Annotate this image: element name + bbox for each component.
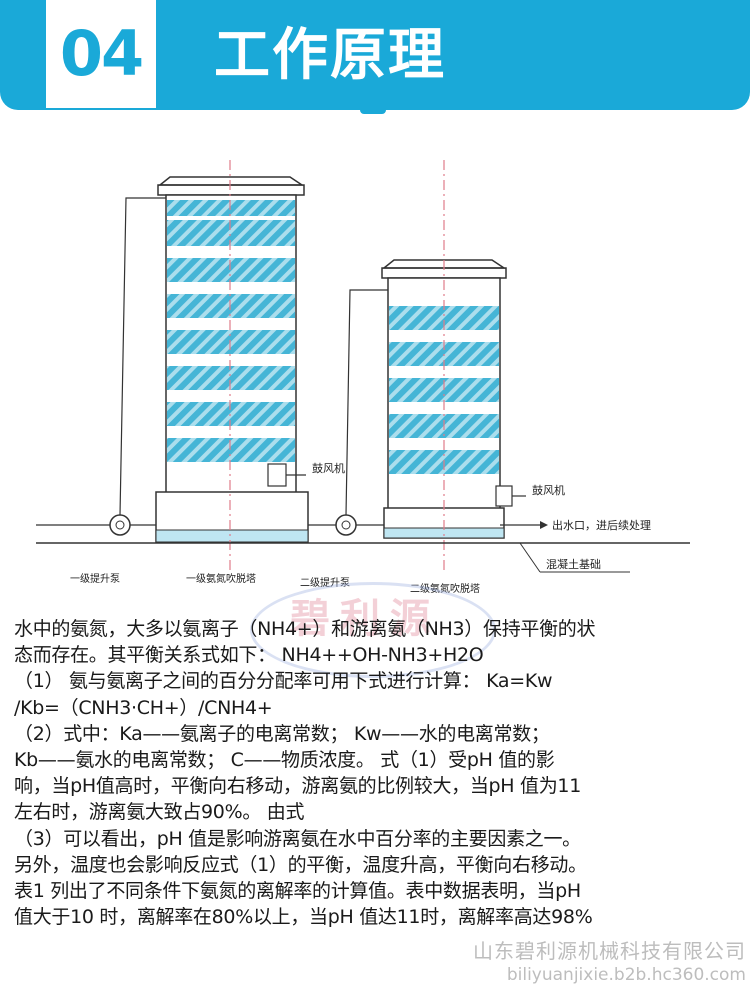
label-outlet: 出水口，进后续处理 bbox=[552, 518, 651, 532]
section-number-box bbox=[46, 0, 156, 108]
footer-url: biliyuanjixie.b2b.hc360.com bbox=[506, 965, 746, 985]
label-fan-2: 鼓风机 bbox=[532, 483, 565, 497]
tower-1 bbox=[155, 160, 309, 570]
text-line: 另外，温度也会影响反应式（1）的平衡，温度升高，平衡向右移动。 bbox=[14, 853, 587, 876]
principle-description: 水中的氨氮，大多以氨离子（NH4+）和游离氨（NH3）保持平衡的状 态而存在。其… bbox=[14, 616, 744, 930]
watermark-ring bbox=[250, 582, 496, 678]
text-line: Kb——氨水的电离常数； C——物质浓度。 式（1）受pH 值的影 bbox=[14, 749, 555, 772]
label-pump-1: 一级提升泵 bbox=[70, 573, 120, 585]
text-line: 表1 列出了不同条件下氨氮的离解率的计算值。表中数据表明，当pH bbox=[14, 880, 581, 903]
label-foundation: 混凝土基础 bbox=[546, 557, 601, 571]
text-line: 响，当pH值高时，平衡向右移动，游离氨的比例较大，当pH 值为11 bbox=[14, 775, 582, 798]
tower-2 bbox=[381, 160, 548, 570]
section-header: 04 工作原理 bbox=[0, 0, 750, 114]
text-line: 水中的氨氮，大多以氨离子（NH4+）和游离氨（NH3）保持平衡的状 bbox=[14, 618, 596, 640]
footer-watermark: 山东碧利源机械科技有限公司 biliyuanjixie.b2b.hc360.co… bbox=[473, 938, 746, 986]
text-line: （3）可以看出，pH 值是影响游离氨在水中百分率的主要因素之一。 bbox=[14, 827, 581, 850]
text-line: （1） 氨与氨离子之间的百分分配率可用下式进行计算： Ka=Kw bbox=[14, 670, 553, 693]
footer-company: 山东碧利源机械科技有限公司 bbox=[473, 939, 746, 963]
pump-2-icon bbox=[335, 514, 357, 536]
watermark-text: 碧利源 bbox=[290, 595, 440, 642]
piping bbox=[36, 197, 388, 526]
process-diagram: 鼓风机 鼓风机 出水口，进后续处理 混凝土基础 一级提升泵 一级氨氮吹脱塔 二级… bbox=[0, 120, 750, 610]
label-fan-1: 鼓风机 bbox=[312, 461, 345, 475]
header-notch bbox=[360, 108, 386, 114]
text-line: （2）式中：Ka——氨离子的电离常数； Kw——水的电离常数； bbox=[14, 722, 550, 745]
text-line: 左右时，游离氨大致占90%。 由式 bbox=[14, 801, 305, 824]
section-number: 04 bbox=[59, 17, 144, 90]
text-line: 值大于10 时，离解率在80%以上，当pH 值达11时，离解率高达98% bbox=[14, 906, 593, 929]
text-line: 态而存在。其平衡关系式如下： NH4++OH-NH3+H2O bbox=[14, 644, 484, 667]
text-line: /Kb=（CNH3·CH+）/CNH4+ bbox=[14, 696, 273, 719]
section-title: 工作原理 bbox=[214, 23, 446, 88]
pump-1-icon bbox=[109, 514, 131, 536]
label-tower-1: 一级氨氮吹脱塔 bbox=[186, 572, 256, 585]
